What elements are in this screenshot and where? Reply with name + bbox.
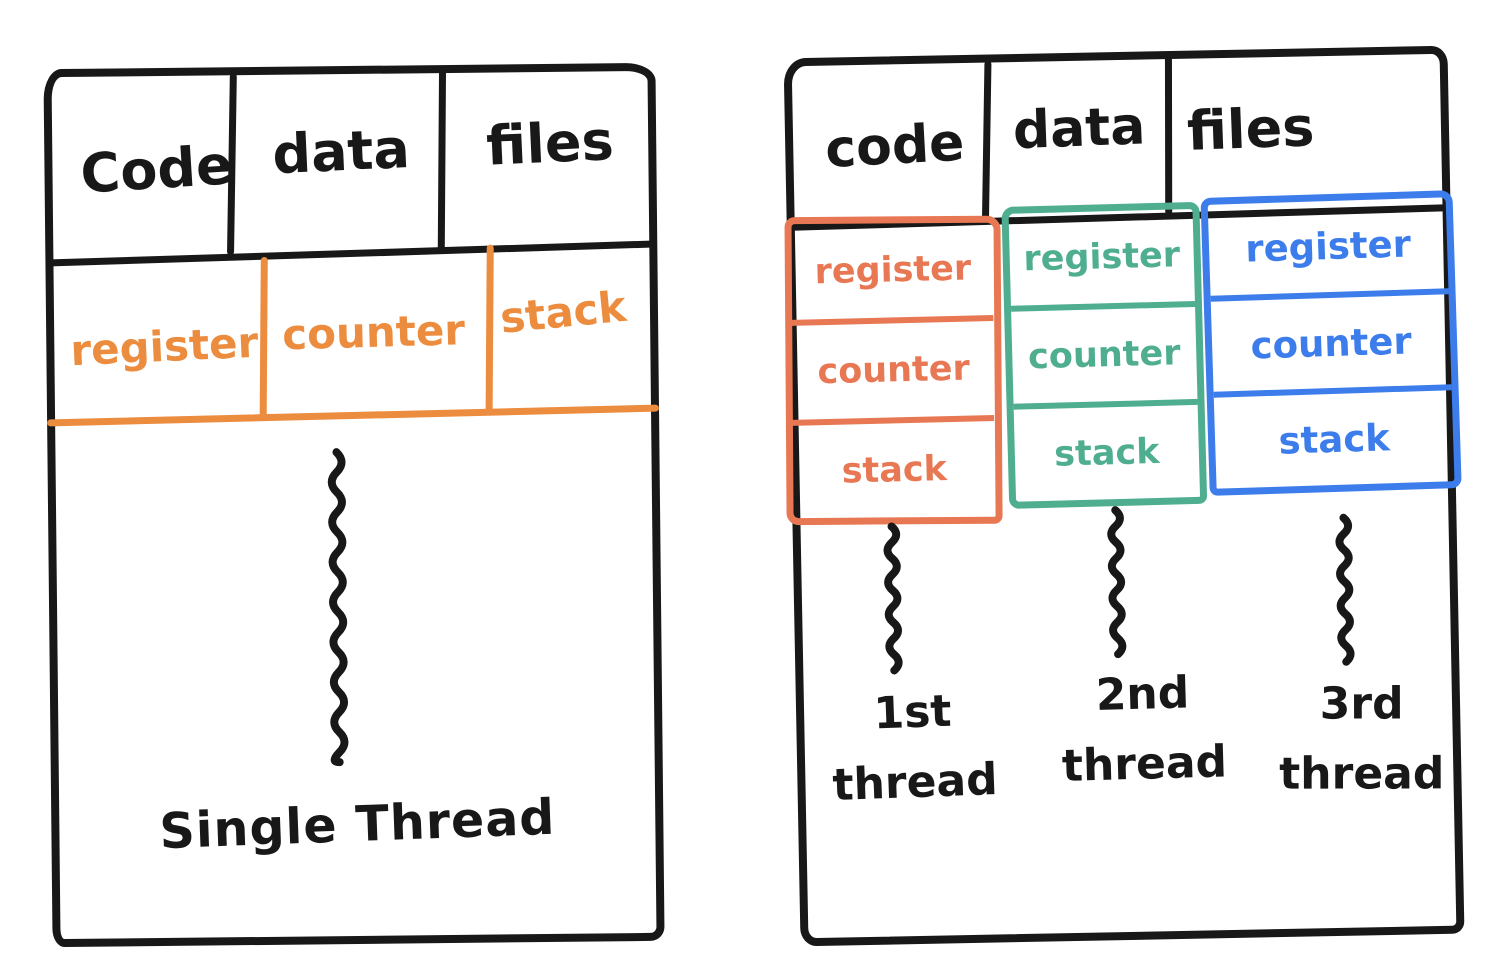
thread-2-word: thread bbox=[1061, 736, 1228, 793]
thread-2-box: register counter stack bbox=[1001, 201, 1208, 509]
thread-squiggle-icon bbox=[327, 448, 349, 767]
thread-squiggle-icon bbox=[883, 522, 903, 675]
resource-label-data: data bbox=[1011, 96, 1147, 162]
thread-3-word: thread bbox=[1279, 748, 1445, 801]
stack-cell: stack bbox=[1013, 398, 1201, 502]
thread-3-ordinal: 3rd bbox=[1319, 678, 1404, 730]
register-cell: register bbox=[1022, 235, 1181, 280]
thread-row-divider bbox=[485, 244, 494, 415]
thread-1-box: register counter stack bbox=[784, 215, 1003, 526]
thread-3-box: register counter stack bbox=[1200, 190, 1462, 496]
thread-3-label: 3rd thread bbox=[1267, 669, 1457, 810]
single-threaded-process-box: Code data files register counter stack S… bbox=[43, 62, 665, 948]
thread-row-divider bbox=[259, 256, 268, 417]
register-cell: register bbox=[1244, 222, 1412, 271]
thread-1-ordinal: 1st bbox=[872, 685, 953, 740]
resource-label-code: code bbox=[823, 112, 966, 181]
stack-cell: stack bbox=[792, 414, 997, 520]
thread-squiggle-icon bbox=[1335, 513, 1355, 666]
counter-cell: counter bbox=[1010, 300, 1198, 404]
header-column-divider bbox=[1164, 55, 1173, 216]
thread-1-word: thread bbox=[831, 754, 999, 812]
thread-squiggle-icon bbox=[1107, 506, 1127, 659]
stack-cell: stack bbox=[1213, 384, 1455, 489]
counter-cell: counter bbox=[791, 314, 996, 420]
counter-label: counter bbox=[281, 305, 466, 360]
counter-cell: counter bbox=[1210, 287, 1452, 393]
stack-label: stack bbox=[497, 281, 629, 343]
thread-2-ordinal: 2nd bbox=[1095, 667, 1190, 721]
thread-1-label: 1st thread bbox=[816, 675, 1011, 823]
resource-label-files: files bbox=[1185, 95, 1316, 163]
header-column-divider bbox=[981, 60, 992, 225]
register-cell: register bbox=[814, 248, 972, 293]
thread-row-underline bbox=[47, 404, 660, 427]
thread-2-label: 2nd thread bbox=[1047, 657, 1241, 803]
multi-threaded-process-box: code data files register counter stack r… bbox=[783, 45, 1465, 947]
register-label: register bbox=[69, 317, 260, 376]
